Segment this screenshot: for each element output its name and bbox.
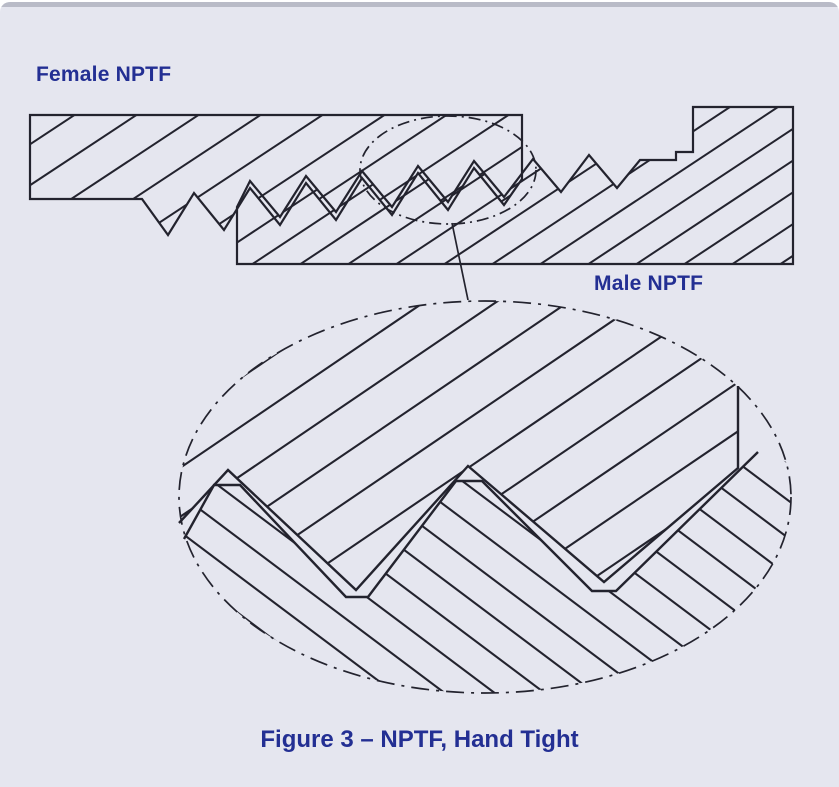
magnified-female-hatch xyxy=(179,301,738,590)
male-part-outline xyxy=(235,105,795,266)
magnified-male-hatch xyxy=(179,452,791,693)
male-nptf-label: Male NPTF xyxy=(594,272,704,295)
magnified-detail-view xyxy=(178,300,792,694)
male-part-section xyxy=(235,105,795,266)
male-hatch xyxy=(237,107,793,264)
female-hatch xyxy=(30,115,522,235)
female-part-section xyxy=(28,113,524,237)
magnified-male-thread-profile xyxy=(182,451,759,599)
female-nptf-label: Female NPTF xyxy=(36,63,172,86)
female-part-outline xyxy=(28,113,524,237)
magnified-female-thread-profile xyxy=(178,386,740,592)
figure-caption: Figure 3 – NPTF, Hand Tight xyxy=(260,726,579,753)
leader-line xyxy=(451,222,469,301)
detail-circle xyxy=(359,115,537,225)
card-top-border xyxy=(0,2,839,7)
magnified-view-boundary xyxy=(178,300,792,694)
